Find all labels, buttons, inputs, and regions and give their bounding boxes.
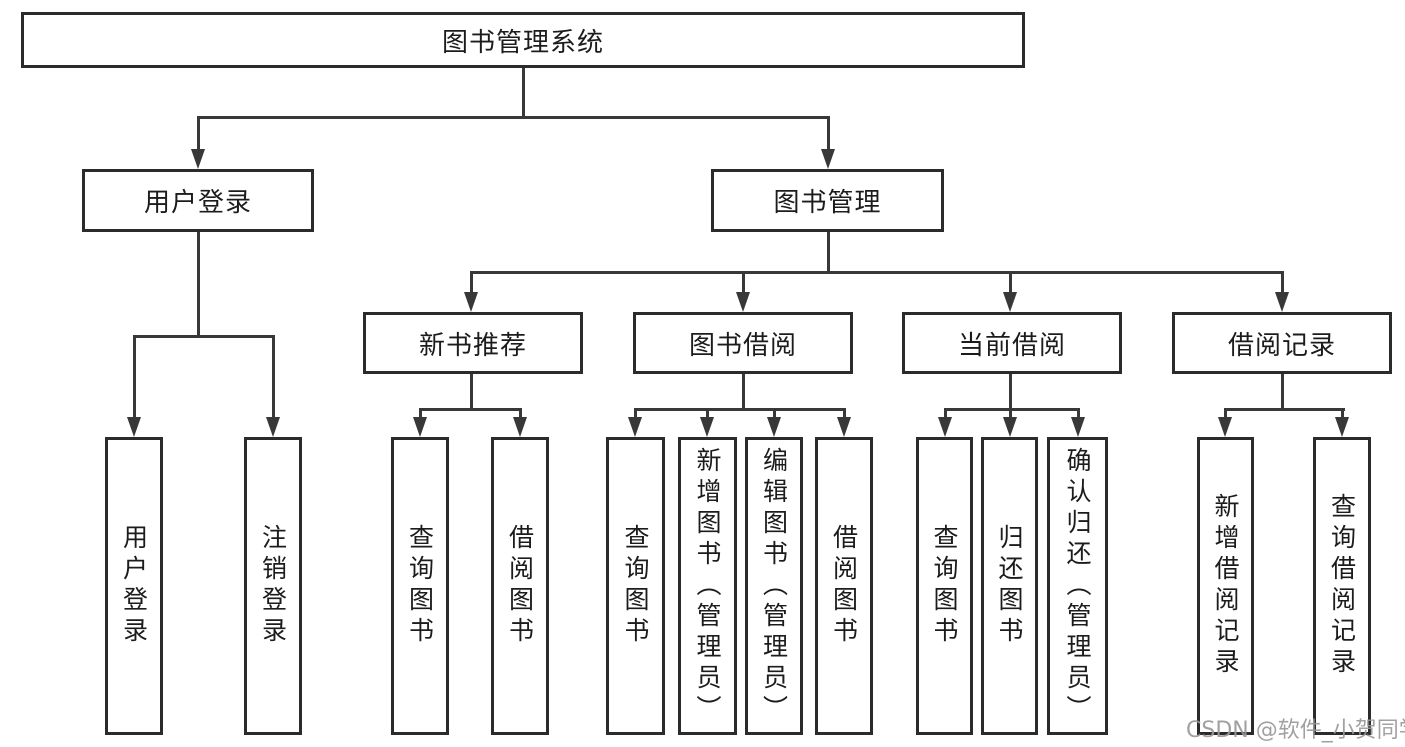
node-leaf-borrowing-borrow-book: 借阅图书 xyxy=(815,437,873,735)
connector-line xyxy=(943,409,947,417)
node-label: 新书推荐 xyxy=(418,330,527,361)
arrow-down-icon xyxy=(1071,417,1085,437)
node-leaf-confirm-return-admin: 确认归还（管理员） xyxy=(1047,437,1108,735)
connector-line xyxy=(469,270,1284,274)
arrow-down-icon xyxy=(628,417,642,437)
connector-line xyxy=(1223,409,1227,417)
connector-line xyxy=(633,407,846,411)
node-label: 用户登录 xyxy=(143,188,252,218)
node-current-borrowing: 当前借阅 xyxy=(902,312,1122,374)
arrow-down-icon xyxy=(1003,417,1017,437)
node-label: 确认归还（管理员） xyxy=(1063,446,1092,726)
node-label: 查询图书 xyxy=(621,524,650,648)
node-label: 借阅图书 xyxy=(505,524,535,648)
csdn-watermark: CSDN @软件_小贺同学 xyxy=(1186,718,1405,743)
connector-line xyxy=(633,409,637,417)
connector-line xyxy=(196,117,200,149)
node-leaf-borrowing-query-book: 查询图书 xyxy=(606,437,665,735)
node-label: 用户登录 xyxy=(119,524,149,648)
node-leaf-logout: 注销登录 xyxy=(244,437,302,735)
node-book-management: 图书管理 xyxy=(711,169,944,232)
connector-line xyxy=(1008,272,1012,292)
node-label: 图书借阅 xyxy=(688,330,797,361)
node-leaf-add-borrow-record: 新增借阅记录 xyxy=(1197,437,1254,735)
node-label: 注销登录 xyxy=(258,524,288,648)
connector-line xyxy=(469,272,473,292)
node-label: 归还图书 xyxy=(995,524,1024,648)
arrow-down-icon xyxy=(767,417,781,437)
node-leaf-recommend-query-book: 查询图书 xyxy=(391,437,449,735)
node-borrowing-records: 借阅记录 xyxy=(1172,312,1392,374)
connector-line xyxy=(741,272,745,292)
connector-line xyxy=(469,374,473,410)
connector-line xyxy=(196,232,200,336)
arrow-down-icon xyxy=(413,417,427,437)
connector-line xyxy=(196,115,830,119)
connector-line xyxy=(842,409,846,417)
node-leaf-recommend-borrow-book: 借阅图书 xyxy=(491,437,549,735)
arrow-down-icon xyxy=(191,149,205,169)
node-label: 图书管理 xyxy=(773,188,882,218)
node-label: 借阅图书 xyxy=(829,524,859,648)
node-label: 当前借阅 xyxy=(957,330,1066,361)
arrow-down-icon xyxy=(1335,417,1349,437)
arrow-down-icon xyxy=(837,417,851,437)
node-label: 图书管理系统 xyxy=(441,27,604,58)
arrow-down-icon xyxy=(127,417,141,437)
node-label: 新增图书（管理员） xyxy=(693,446,722,726)
node-label: 借阅记录 xyxy=(1227,330,1336,361)
node-leaf-current-query-book: 查询图书 xyxy=(916,437,973,735)
connector-line xyxy=(521,68,525,117)
connector-line xyxy=(741,374,745,410)
node-leaf-return-book: 归还图书 xyxy=(981,437,1038,735)
connector-line xyxy=(943,407,1080,411)
node-leaf-query-borrow-record: 查询借阅记录 xyxy=(1313,437,1371,735)
connector-line xyxy=(1076,409,1080,417)
connector-line xyxy=(418,409,422,417)
connector-line xyxy=(1280,272,1284,292)
connector-line xyxy=(826,232,830,273)
connector-line xyxy=(271,336,275,417)
connector-line xyxy=(826,117,830,149)
node-user-login: 用户登录 xyxy=(82,169,314,232)
node-new-book-recommend: 新书推荐 xyxy=(363,312,583,374)
arrow-down-icon xyxy=(1275,292,1289,312)
arrow-down-icon xyxy=(700,417,714,437)
connector-line xyxy=(132,334,275,338)
connector-line xyxy=(772,409,776,417)
node-label: 查询图书 xyxy=(930,524,959,648)
connector-line xyxy=(1280,374,1284,410)
node-leaf-add-book-admin: 新增图书（管理员） xyxy=(678,437,737,735)
arrow-down-icon xyxy=(1218,417,1232,437)
node-label: 查询借阅记录 xyxy=(1327,493,1357,679)
connector-line xyxy=(705,409,709,417)
node-label: 新增借阅记录 xyxy=(1211,493,1240,679)
connector-line xyxy=(418,407,522,411)
connector-line xyxy=(518,409,522,417)
arrow-down-icon xyxy=(1003,292,1017,312)
connector-line xyxy=(1008,374,1012,410)
arrow-down-icon xyxy=(821,149,835,169)
arrow-down-icon xyxy=(938,417,952,437)
node-label: 查询图书 xyxy=(405,524,435,648)
arrow-down-icon xyxy=(464,292,478,312)
node-book-borrowing: 图书借阅 xyxy=(633,312,853,374)
node-leaf-user-login: 用户登录 xyxy=(105,437,163,735)
node-leaf-edit-book-admin: 编辑图书（管理员） xyxy=(745,437,803,735)
connector-line xyxy=(1008,409,1012,417)
arrow-down-icon xyxy=(736,292,750,312)
arrow-down-icon xyxy=(513,417,527,437)
node-library-management-system: 图书管理系统 xyxy=(21,12,1025,68)
connector-line xyxy=(132,336,136,417)
arrow-down-icon xyxy=(266,417,280,437)
connector-line xyxy=(1223,407,1345,411)
node-label: 编辑图书（管理员） xyxy=(759,446,789,726)
connector-line xyxy=(1340,409,1344,417)
